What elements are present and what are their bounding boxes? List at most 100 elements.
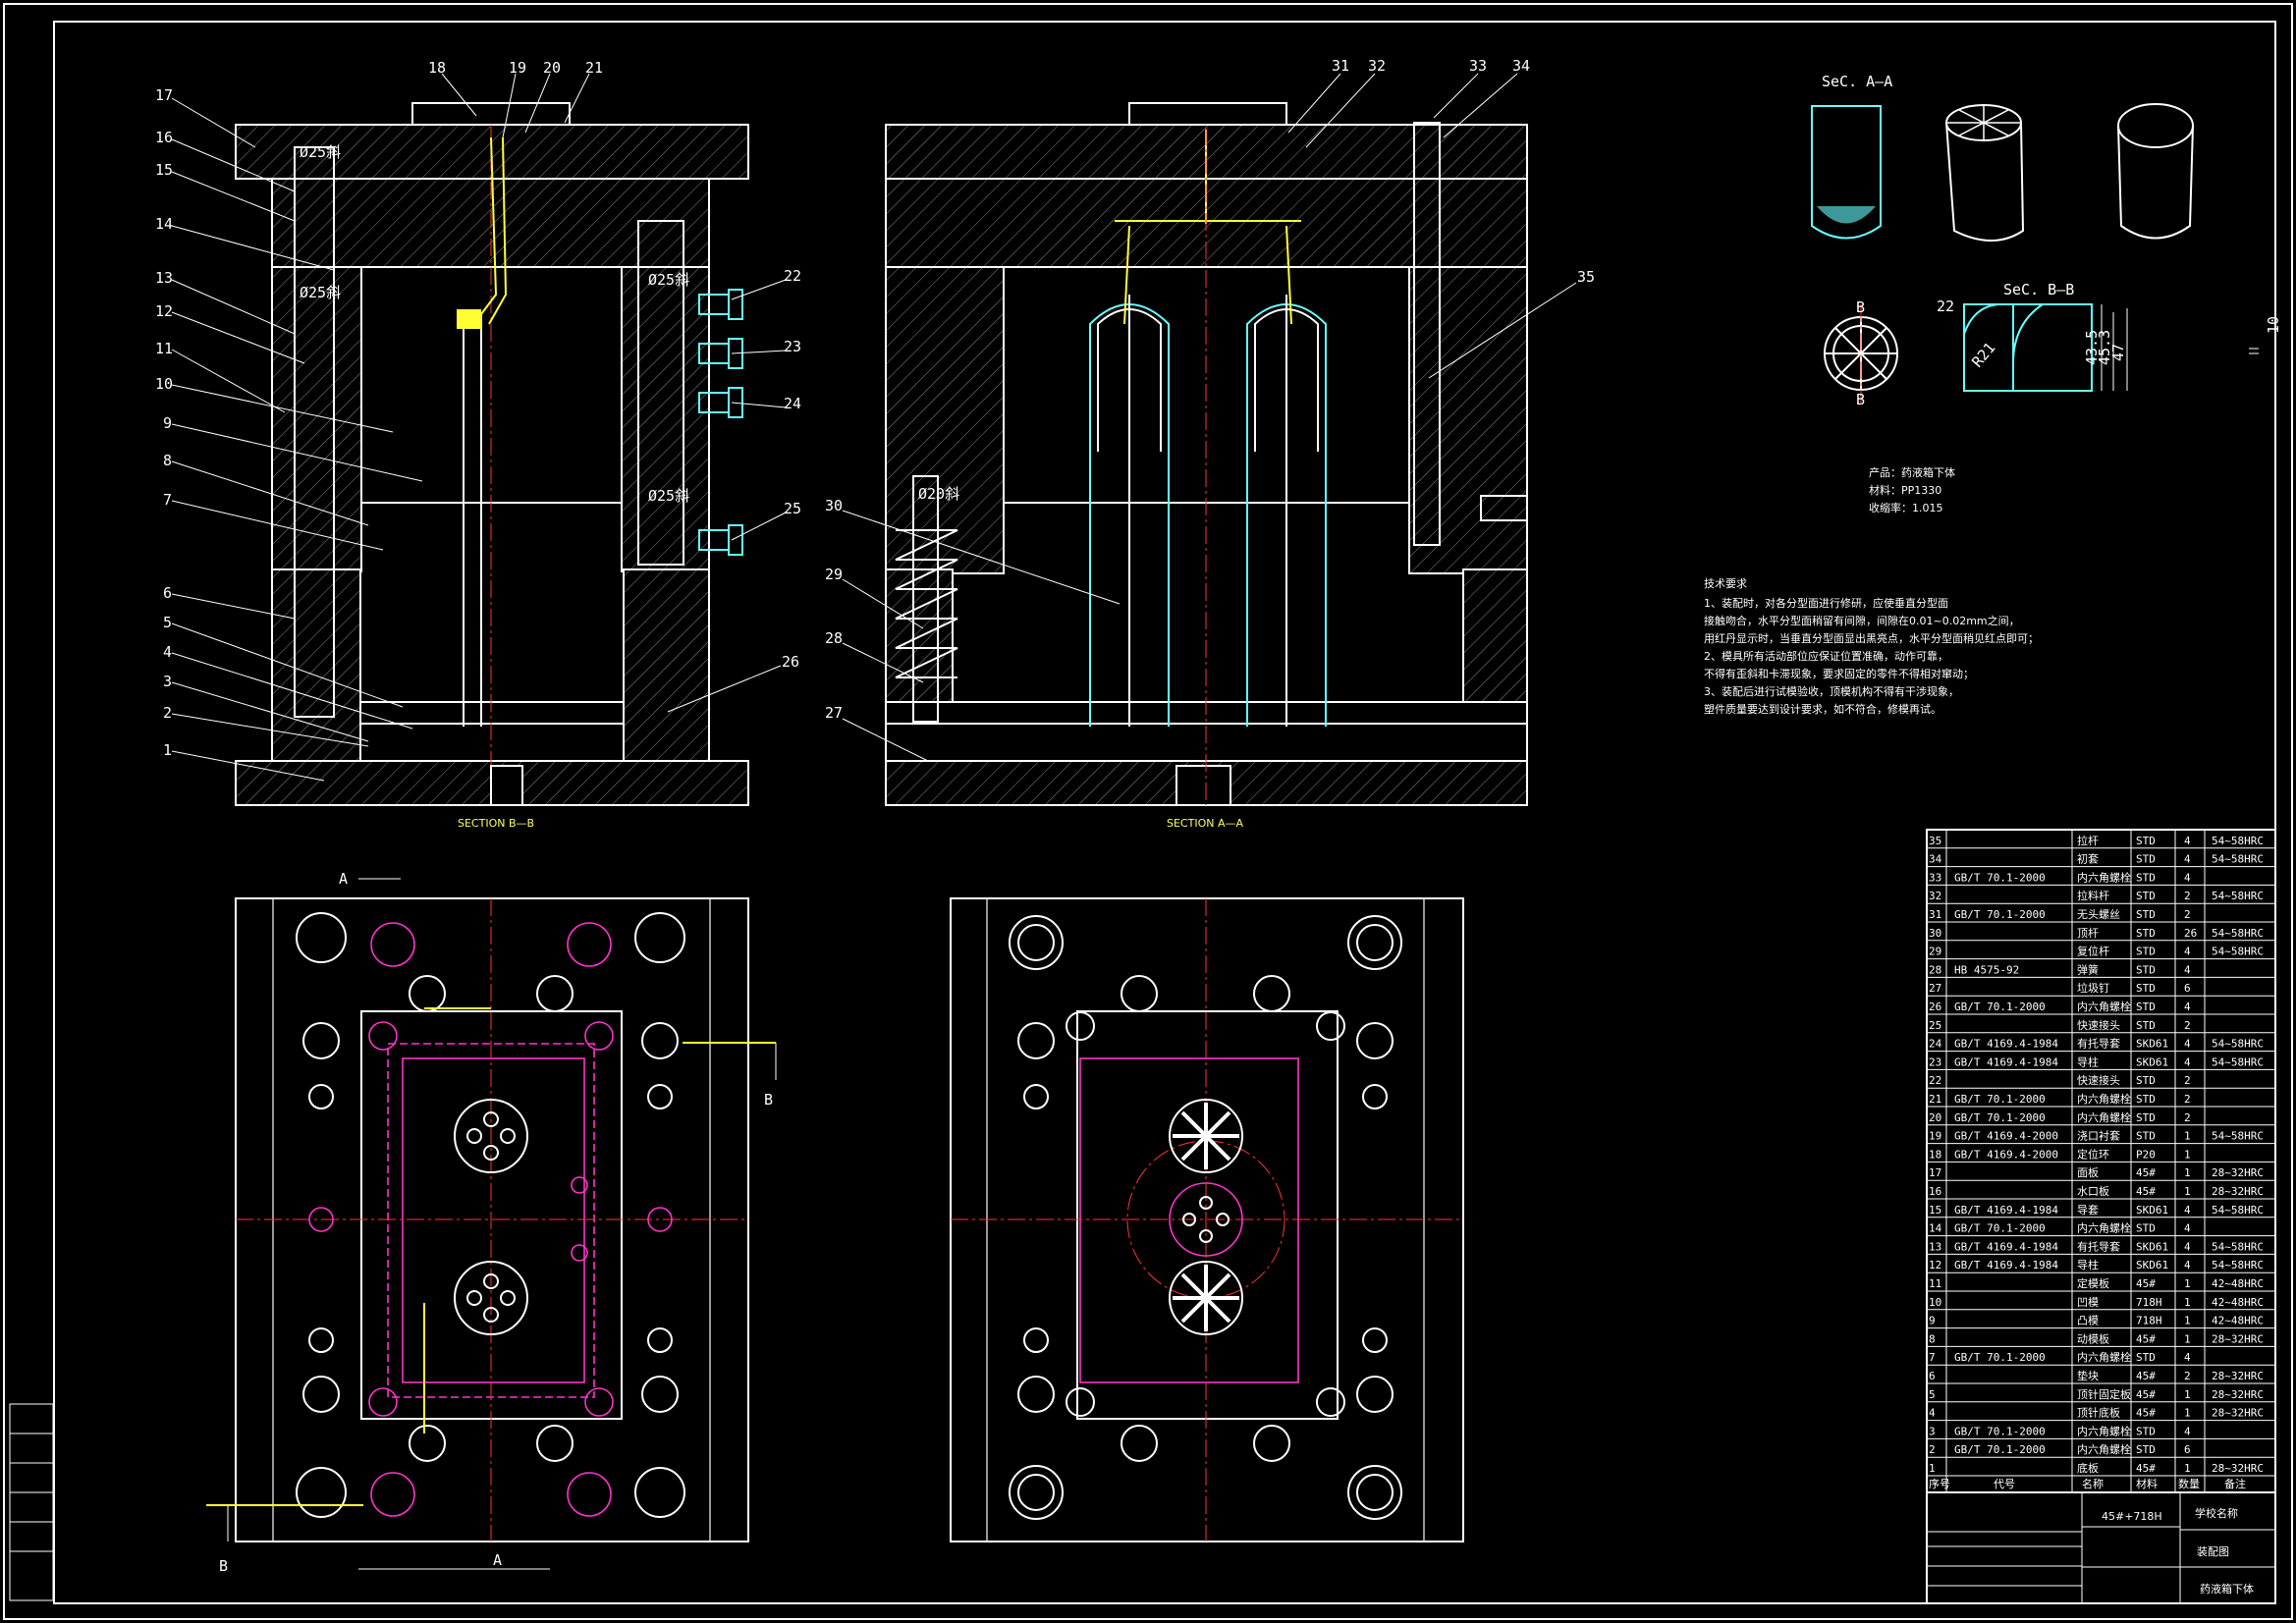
bom-cell-qty: 1 — [2184, 1315, 2191, 1327]
bom-cell-qty: 2 — [2184, 908, 2191, 921]
callouts-left: 17 16 15 14 13 12 11 10 9 8 7 6 5 4 3 2 … — [155, 86, 173, 759]
svg-text:43.5: 43.5 — [2083, 330, 2101, 365]
bom-cell-qty: 1 — [2184, 1332, 2191, 1345]
svg-text:20: 20 — [543, 59, 561, 77]
bom-cell-note: 54~58HRC — [2212, 946, 2264, 958]
svg-text:学校名称: 学校名称 — [2195, 1506, 2238, 1520]
bom-cell-name: 垃圾钉 — [2077, 981, 2109, 995]
svg-text:26: 26 — [782, 653, 799, 671]
bom-cell-no: 22 — [1929, 1074, 1941, 1087]
bom-cell-no: 25 — [1929, 1019, 1941, 1032]
bom-cell-mat: STD — [2136, 1093, 2156, 1106]
bom-cell-name: 顶针固定板 — [2077, 1387, 2131, 1401]
svg-text:6: 6 — [163, 584, 172, 602]
bom-cell-name: 顶针底板 — [2077, 1406, 2120, 1420]
bom-cell-mat: SKD61 — [2136, 1259, 2168, 1271]
bom-cell-no: 19 — [1929, 1130, 1941, 1143]
bom-cell-qty: 4 — [2184, 1204, 2191, 1217]
bom-cell-name: 导柱 — [2077, 1258, 2099, 1271]
svg-text:4: 4 — [163, 643, 172, 661]
svg-text:8: 8 — [163, 452, 172, 469]
bom-cell-name: 导柱 — [2077, 1055, 2099, 1068]
svg-text:10: 10 — [2265, 316, 2282, 334]
svg-text:药液箱下体: 药液箱下体 — [2200, 1582, 2254, 1596]
svg-text:33: 33 — [1469, 57, 1487, 75]
bom-header-mat: 材料 — [2136, 1477, 2158, 1490]
svg-text:13: 13 — [155, 269, 173, 287]
bom-cell-qty: 4 — [2184, 1351, 2191, 1364]
bom-cell-code: GB/T 70.1-2000 — [1954, 1111, 2046, 1124]
bom-cell-note: 54~58HRC — [2212, 1130, 2264, 1143]
bom-cell-name: 内六角螺栓 — [2077, 1092, 2131, 1106]
bom-cell-name: 凹模 — [2077, 1296, 2099, 1309]
bom-cell-no: 8 — [1929, 1332, 1936, 1345]
svg-text:11: 11 — [155, 340, 173, 357]
bom-cell-mat: STD — [2136, 908, 2156, 921]
bom-cell-name: 浇口衬套 — [2077, 1130, 2120, 1143]
section-a-a-view — [885, 102, 1528, 806]
svg-text:29: 29 — [825, 566, 843, 583]
bom-cell-mat: STD — [2136, 1074, 2156, 1087]
bom-cell-name: 动模板 — [2077, 1331, 2109, 1345]
bom-cell-qty: 4 — [2184, 946, 2191, 958]
bom-cell-name: 拉料杆 — [2077, 889, 2109, 902]
bom-cell-no: 16 — [1929, 1185, 1941, 1198]
svg-text:31: 31 — [1332, 57, 1349, 75]
bom-cell-note: 28~32HRC — [2212, 1462, 2264, 1475]
svg-text:3: 3 — [163, 673, 172, 690]
svg-text:接触吻合，水平分型面稍留有间隙，间隙在0.01~0.02mm: 接触吻合，水平分型面稍留有间隙，间隙在0.01~0.02mm之间， — [1704, 614, 2020, 627]
bom-cell-qty: 6 — [2184, 1443, 2191, 1456]
bom-cell-note: 28~32HRC — [2212, 1407, 2264, 1420]
bom-cell-qty: 4 — [2184, 1038, 2191, 1051]
bom-cell-no: 18 — [1929, 1148, 1941, 1161]
svg-text:2: 2 — [163, 704, 172, 722]
bom-cell-qty: 6 — [2184, 982, 2191, 995]
bom-cell-qty: 4 — [2184, 1001, 2191, 1013]
bom-cell-name: 底板 — [2077, 1461, 2099, 1475]
bom-cell-code: GB/T 70.1-2000 — [1954, 1443, 2046, 1456]
bom-cell-note: 28~32HRC — [2212, 1166, 2264, 1179]
callout-leaders-top-left — [441, 73, 787, 713]
sheet-inner-frame — [53, 21, 2276, 1604]
svg-text:45.3: 45.3 — [2096, 330, 2113, 365]
bom-cell-qty: 4 — [2184, 1425, 2191, 1437]
svg-text:24: 24 — [784, 395, 801, 412]
bom-header-note: 备注 — [2224, 1477, 2246, 1490]
bom-cell-qty: 2 — [2184, 1019, 2191, 1032]
svg-text:R21: R21 — [1968, 339, 1998, 370]
bom-cell-no: 15 — [1929, 1204, 1941, 1217]
part-view-labels: SeC. A—A SeC. B—B B B 22 43.5 45.3 47 R2… — [1822, 73, 2282, 408]
bom-cell-qty: 1 — [2184, 1277, 2191, 1290]
bom-cell-code: GB/T 70.1-2000 — [1954, 1001, 2046, 1013]
svg-text:B: B — [1856, 391, 1865, 408]
callouts-section-a: 31 32 33 34 35 30 29 28 27 — [825, 57, 1595, 722]
bom-cell-qty: 26 — [2184, 927, 2197, 940]
bom-cell-note: 54~58HRC — [2212, 1259, 2264, 1271]
bom-cell-note: 28~32HRC — [2212, 1332, 2264, 1345]
svg-text:16: 16 — [155, 129, 173, 146]
callout-leaders-left — [171, 97, 423, 782]
bom-cell-mat: STD — [2136, 1111, 2156, 1124]
bom-cell-note: 28~32HRC — [2212, 1370, 2264, 1382]
product-info: 产品：药液箱下体 材料：PP1330 收缩率：1.015 — [1869, 465, 1955, 514]
bom-cell-mat: SKD61 — [2136, 1038, 2168, 1051]
bom-cell-qty: 4 — [2184, 871, 2191, 884]
svg-text:7: 7 — [163, 491, 172, 509]
bom-cell-code: GB/T 4169.4-2000 — [1954, 1148, 2058, 1161]
bom-cell-name: 有托导套 — [2077, 1239, 2120, 1253]
bom-cell-name: 拉杆 — [2077, 834, 2099, 847]
bom-cell-name: 内六角螺栓 — [2077, 1350, 2131, 1364]
bom-cell-name: 内六角螺栓 — [2077, 870, 2131, 884]
bom-cell-mat: SKD61 — [2136, 1055, 2168, 1068]
part-views — [1811, 103, 2259, 403]
svg-text:1、装配时，对各分型面进行修研，应使垂直分型面: 1、装配时，对各分型面进行修研，应使垂直分型面 — [1704, 596, 1948, 610]
bom-cell-code: GB/T 70.1-2000 — [1954, 1351, 2046, 1364]
bom-cell-mat: 45# — [2136, 1332, 2156, 1345]
bom-cell-note: 42~48HRC — [2212, 1315, 2264, 1327]
bom-cell-qty: 2 — [2184, 1093, 2191, 1106]
bom-cell-no: 5 — [1929, 1388, 1936, 1401]
bom-cell-name: 水口板 — [2077, 1184, 2109, 1198]
bom-cell-code: GB/T 4169.4-1984 — [1954, 1240, 2058, 1253]
svg-text:产品：药液箱下体: 产品：药液箱下体 — [1869, 465, 1955, 479]
